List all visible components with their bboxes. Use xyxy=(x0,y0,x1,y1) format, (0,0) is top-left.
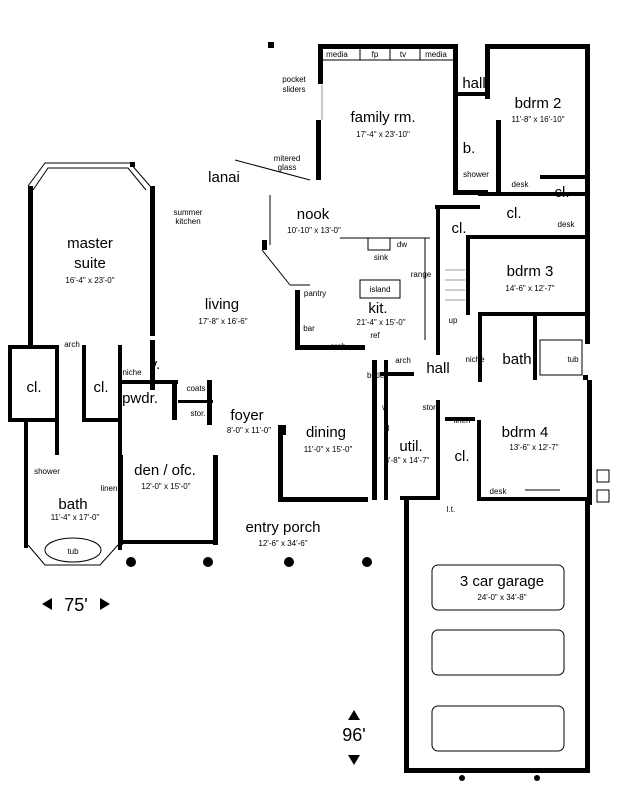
label-tub-left: tub xyxy=(67,547,79,556)
den-name: den / ofc. xyxy=(134,462,196,479)
label-stor-right: stor. xyxy=(422,403,437,412)
kit-dim: 21'-4" x 15'-0" xyxy=(356,318,405,327)
label-niche-left: niche xyxy=(122,368,142,377)
lanai-name: lanai xyxy=(208,169,240,186)
label-hall-top: hall xyxy=(462,75,485,92)
label-cl-top-right: cl. xyxy=(555,184,570,201)
bdrm3-dim: 14'-6" x 12'-7" xyxy=(505,284,554,293)
dining-dim: 11'-0" x 15'-0" xyxy=(304,445,353,454)
label-dw: dw xyxy=(397,240,407,249)
label-mitered-1: mitered xyxy=(274,154,301,163)
label-media-2: media xyxy=(425,50,447,59)
label-linen-right: linen xyxy=(454,416,471,425)
label-fp: fp xyxy=(372,50,379,59)
foyer-name: foyer xyxy=(230,407,263,424)
label-butler: butler xyxy=(367,371,387,380)
label-tub-right: tub xyxy=(567,355,579,364)
bdrm2-dim: 11'-8" x 16'-10" xyxy=(511,115,564,124)
label-v: v. xyxy=(150,356,161,373)
arrow-left-icon xyxy=(42,598,52,610)
family-room-dim: 17'-4" x 23'-10" xyxy=(356,130,410,139)
fixtures xyxy=(27,49,610,781)
family-room-name: family rm. xyxy=(351,109,416,126)
living-name: living xyxy=(205,296,239,313)
label-mitered-2: glass xyxy=(278,163,297,172)
label-cl-mid: cl. xyxy=(507,205,522,222)
foyer-dim: 8'-0" x 11'-0" xyxy=(227,426,271,435)
label-bath-right: bath xyxy=(502,351,531,368)
label-pocket-2: sliders xyxy=(282,85,305,94)
label-lt: l.t. xyxy=(447,505,455,514)
label-bar: bar xyxy=(303,324,315,333)
living-dim: 17'-8" x 16'-6" xyxy=(198,317,247,326)
label-hall-mid: hall xyxy=(426,360,449,377)
label-w: w xyxy=(381,403,388,412)
bdrm4-name: bdrm 4 xyxy=(502,424,549,441)
label-summer-1: summer xyxy=(174,208,203,217)
label-arch-hall: arch xyxy=(395,356,411,365)
label-cl-left-1: cl. xyxy=(27,379,42,396)
label-pantry: pantry xyxy=(304,289,326,298)
label-tv: tv xyxy=(400,50,406,59)
master-name: master xyxy=(67,235,113,252)
label-b: b. xyxy=(463,140,476,157)
room-labels: family rm. 17'-4" x 23'-10" bdrm 2 11'-8… xyxy=(51,95,565,602)
label-summer-2: kitchen xyxy=(175,217,200,226)
arrow-right-icon xyxy=(100,598,110,610)
label-niche-right: niche xyxy=(465,355,485,364)
label-island: island xyxy=(370,285,391,294)
bath-master-dim: 11'-4" x 17'-0" xyxy=(51,513,100,522)
den-dim: 12'-0" x 15'-0" xyxy=(141,482,190,491)
label-desk-top: desk xyxy=(512,180,530,189)
bath-master-name: bath xyxy=(58,496,87,513)
label-stor-left: stor. xyxy=(190,409,205,418)
label-desk-mid: desk xyxy=(558,220,576,229)
master-name-2: suite xyxy=(74,255,106,272)
depth-dimension: 96' xyxy=(342,725,365,745)
kit-name: kit. xyxy=(368,300,387,317)
small-labels: media fp tv media hall b. shower desk cl… xyxy=(27,50,580,556)
porch-name: entry porch xyxy=(245,519,320,536)
label-ref: ref xyxy=(370,331,380,340)
label-media-1: media xyxy=(326,50,348,59)
label-sink: sink xyxy=(374,253,389,262)
dining-name: dining xyxy=(306,424,346,441)
label-d: d xyxy=(385,424,389,433)
label-cl-left-2: cl. xyxy=(94,379,109,396)
label-pwdr: pwdr. xyxy=(122,390,158,407)
garage-dim: 24'-0" x 34'-8" xyxy=(477,593,526,602)
overall-dimensions: 75' 96' xyxy=(42,595,366,765)
label-cl-kit: cl. xyxy=(452,220,467,237)
garage-name: 3 car garage xyxy=(460,573,544,590)
master-dim: 16'-4" x 23'-0" xyxy=(65,276,114,285)
label-coats: coats xyxy=(186,384,205,393)
walls xyxy=(8,42,592,773)
label-linen-left: linen xyxy=(101,484,118,493)
label-range: range xyxy=(411,270,432,279)
label-shower-left: shower xyxy=(34,467,60,476)
util-name: util. xyxy=(399,438,422,455)
arrow-up-icon xyxy=(348,710,360,720)
nook-name: nook xyxy=(297,206,330,223)
util-dim: 8'-8" x 14'-7" xyxy=(385,456,430,465)
arrow-down-icon xyxy=(348,755,360,765)
bdrm4-dim: 13'-6" x 12'-7" xyxy=(509,443,558,452)
porch-dim: 12'-6" x 34'-6" xyxy=(258,539,307,548)
label-arch-kit: arch xyxy=(330,342,346,351)
label-up: up xyxy=(449,316,458,325)
label-desk-bottom: desk xyxy=(490,487,508,496)
label-arch-master: arch xyxy=(64,340,80,349)
label-pocket-1: pocket xyxy=(282,75,306,84)
label-cl-right: cl. xyxy=(455,448,470,465)
nook-dim: 10'-10" x 13'-0" xyxy=(287,226,341,235)
width-dimension: 75' xyxy=(64,595,87,615)
bdrm2-name: bdrm 2 xyxy=(515,95,562,112)
label-shower-top: shower xyxy=(463,170,489,179)
bdrm3-name: bdrm 3 xyxy=(507,263,554,280)
